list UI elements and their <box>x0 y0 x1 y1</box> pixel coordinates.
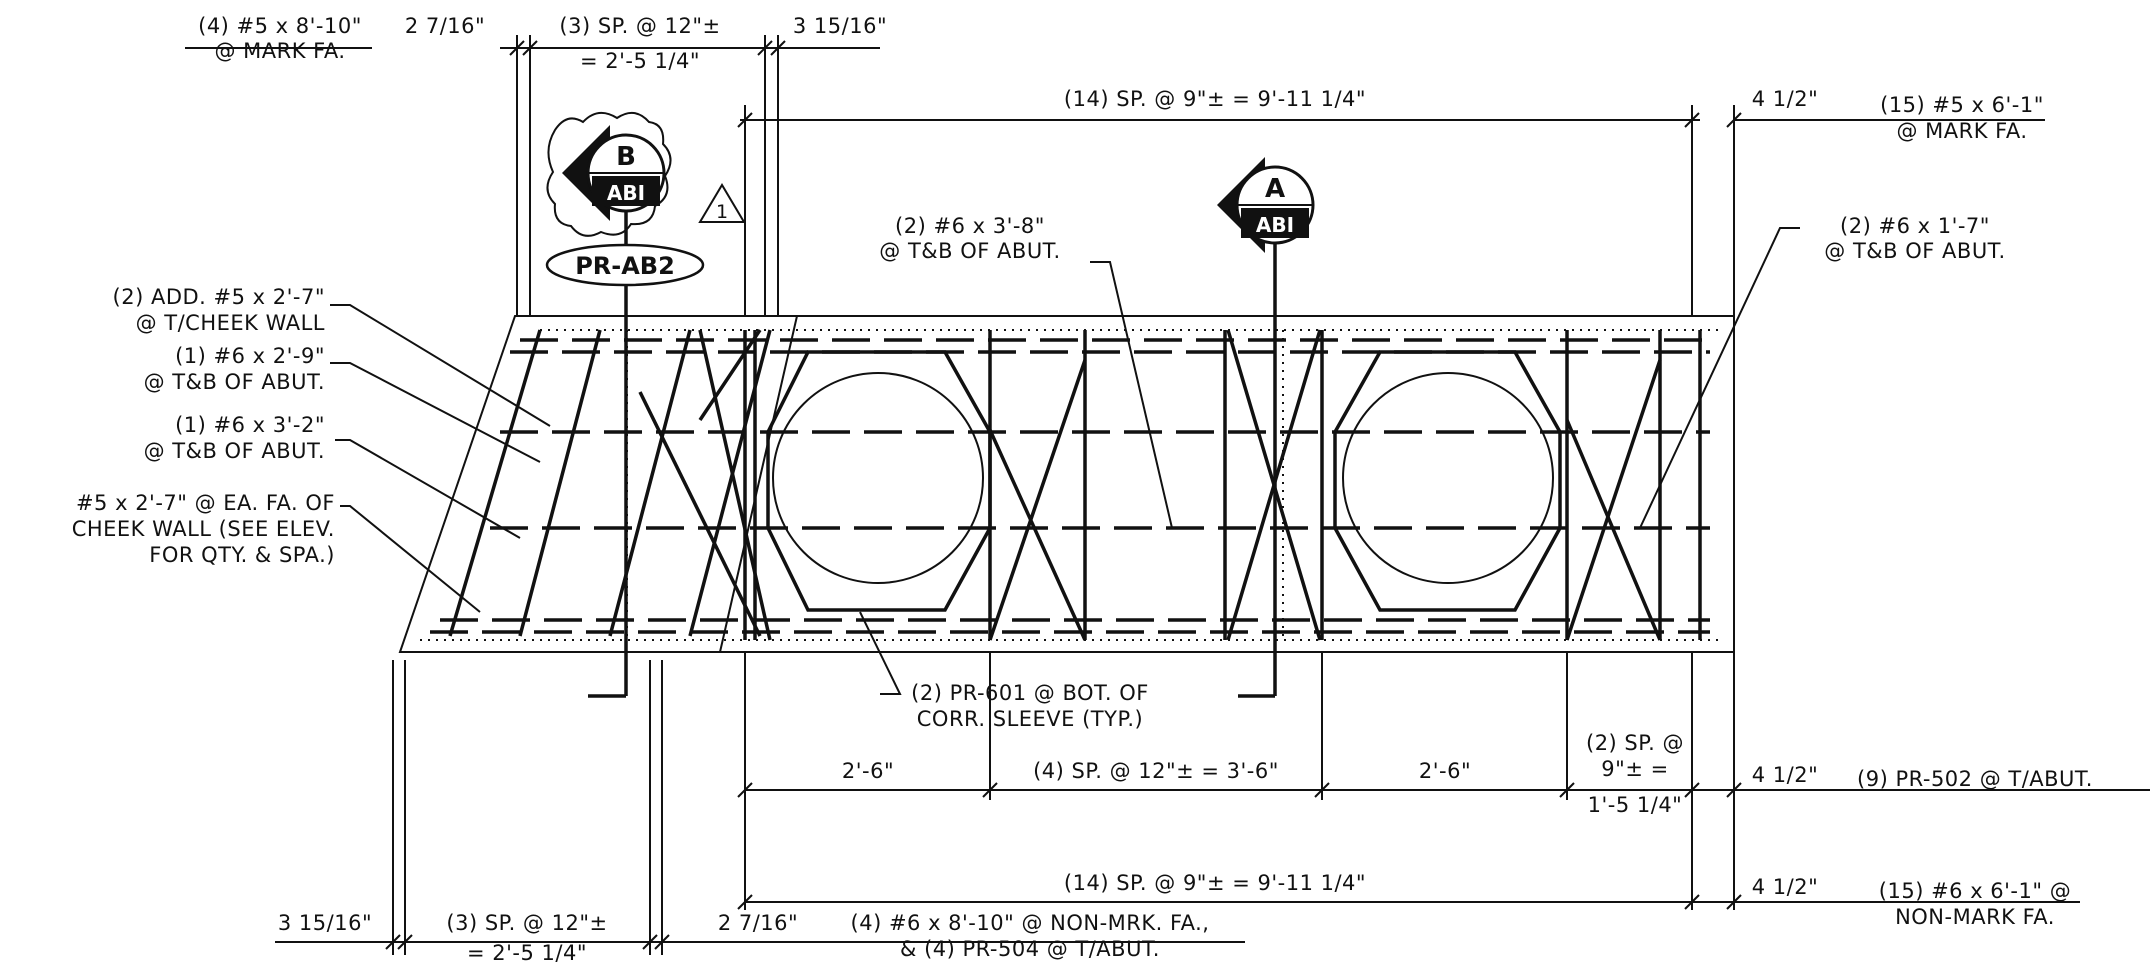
label-bot-right-1: (9) PR-502 @ T/ABUT. <box>1857 767 2093 791</box>
label-top-span: (14) SP. @ 9"± = 9'-11 1/4" <box>1064 87 1366 111</box>
label-left-note-2b: @ T&B OF ABUT. <box>144 370 325 394</box>
leader-lines <box>330 227 1800 695</box>
label-top-right-1b: @ MARK FA. <box>1896 119 2027 143</box>
label-btm-note-1a: (4) #6 x 8'-10" @ NON-MRK. FA., <box>851 911 1210 935</box>
label-top-dim-b2: = 2'-5 1/4" <box>580 49 700 73</box>
section-letter-b: B <box>616 142 636 172</box>
section-sheet-b: ABI <box>607 181 645 205</box>
detail-tag: PR-AB2 <box>575 252 675 280</box>
label-bot-dim-1: 2'-6" <box>842 759 894 783</box>
label-mid-note-1b: @ T&B OF ABUT. <box>879 239 1060 263</box>
label-bot-dim-4c: 1'-5 1/4" <box>1588 793 1683 817</box>
label-bot-dim-4b: 9"± = <box>1601 757 1668 781</box>
label-bottom-note-1a: (2) PR-601 @ BOT. OF <box>911 681 1149 705</box>
label-left-note-1b: @ T/CHEEK WALL <box>136 311 325 335</box>
label-right-note-1b: @ T&B OF ABUT. <box>1824 239 2005 263</box>
label-left-note-4b: CHEEK WALL (SEE ELEV. <box>72 517 335 541</box>
label-bot-right-2b: NON-MARK FA. <box>1895 905 2055 929</box>
label-btm-dim-b1: (3) SP. @ 12"± <box>446 911 607 935</box>
label-mid-note-1a: (2) #6 x 3'-8" <box>895 214 1045 238</box>
top-dimensions <box>185 35 2045 316</box>
vertical-bars <box>743 330 1702 640</box>
section-letter-a: A <box>1265 174 1285 204</box>
bottom-dimensions <box>275 652 2150 955</box>
x-bracing-bars <box>698 329 1662 641</box>
label-left-note-3b: @ T&B OF ABUT. <box>144 439 325 463</box>
label-btm-dim-b2: = 2'-5 1/4" <box>467 941 587 965</box>
label-bottom-note-1b: CORR. SLEEVE (TYP.) <box>917 707 1143 731</box>
label-left-note-1a: (2) ADD. #5 x 2'-7" <box>113 285 325 309</box>
annotation-labels: (4) #5 x 8'-10" @ MARK FA. 2 7/16" (3) S… <box>72 14 2093 965</box>
label-btm-note-1b: & (4) PR-504 @ T/ABUT. <box>900 937 1160 961</box>
label-bot-span: (14) SP. @ 9"± = 9'-11 1/4" <box>1064 871 1366 895</box>
cheek-wall-bars <box>448 329 772 640</box>
revision-triangle <box>698 183 746 223</box>
section-sheet-a: ABI <box>1256 213 1294 237</box>
corrugated-sleeve-right <box>1333 350 1562 612</box>
label-bot-right-2a: (15) #6 x 6'-1" @ <box>1879 879 2071 903</box>
label-top-left-1b: @ MARK FA. <box>214 39 345 63</box>
bar-section-ticks <box>420 329 1720 641</box>
label-left-note-4a: #5 x 2'-7" @ EA. FA. OF <box>76 491 335 515</box>
label-left-note-4c: FOR QTY. & SPA.) <box>149 543 335 567</box>
label-bot-dim-4a: (2) SP. @ <box>1586 731 1684 755</box>
corrugated-sleeve-left <box>766 350 992 612</box>
label-bot-dim-2: (4) SP. @ 12"± = 3'-6" <box>1033 759 1279 783</box>
label-top-left-1a: (4) #5 x 8'-10" <box>198 14 362 38</box>
label-btm-dim-a: 3 15/16" <box>278 911 372 935</box>
revision-number: 1 <box>716 201 728 223</box>
label-top-dim-c: 3 15/16" <box>793 14 887 38</box>
label-top-dim-b1: (3) SP. @ 12"± <box>559 14 720 38</box>
section-cut-a: A ABI <box>1217 157 1315 698</box>
label-right-note-1a: (2) #6 x 1'-7" <box>1840 214 1990 238</box>
label-top-right-1a: (15) #5 x 6'-1" <box>1880 93 2044 117</box>
label-left-note-3a: (1) #6 x 3'-2" <box>175 413 325 437</box>
label-btm-dim-c: 2 7/16" <box>718 911 798 935</box>
label-top-dim-a: 2 7/16" <box>405 14 485 38</box>
label-bot-dim-3: 2'-6" <box>1419 759 1471 783</box>
skew-joint-line <box>719 315 798 653</box>
label-bot-right-dim-2: 4 1/2" <box>1752 875 1819 899</box>
label-left-note-2a: (1) #6 x 2'-9" <box>175 344 325 368</box>
section-cut-b: B ABI 1 PR-AB2 <box>545 111 746 698</box>
label-bot-right-dim-1: 4 1/2" <box>1752 763 1819 787</box>
label-top-right-dim: 4 1/2" <box>1752 87 1819 111</box>
